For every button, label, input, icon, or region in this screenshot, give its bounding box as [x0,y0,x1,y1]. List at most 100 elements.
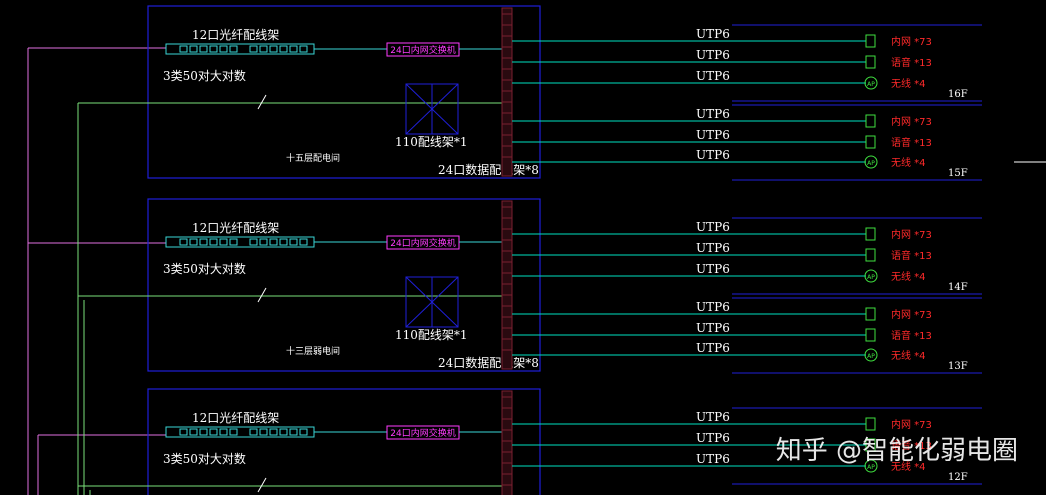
fiber-port [269,428,278,436]
fiber-port [199,45,208,53]
outlet-icon [865,307,876,321]
utp-label: UTP6 [696,107,730,121]
fiber-port [279,45,288,53]
switch-label: 24口内网交换机 [390,44,455,56]
outlet-icon [865,227,876,241]
utp-label: UTP6 [696,220,730,234]
fiber-port [179,45,188,53]
fiber-port [199,428,208,436]
floor-tag: 16F [948,89,968,100]
fiber-port [229,238,238,246]
outlet-label: 语音 *13 [891,329,932,342]
equipment-room-frame [147,198,541,372]
ap-symbol: AP [867,353,875,360]
outlet-label: 无线 *4 [891,349,926,362]
block-110-label: 110配线架*1 [395,135,468,149]
outlet-label: 无线 *4 [891,77,926,90]
utp-label: UTP6 [696,262,730,276]
outlet-label: 无线 *4 [891,460,926,473]
watermark: 知乎 @智能化弱电圈 [775,436,1018,466]
fiber-port [279,428,288,436]
outlet-icon [865,55,876,69]
outlet-label: 内网 *73 [891,228,932,241]
floor-tag: 14F [948,282,968,293]
backbone-cable-label: 3类50对大对数 [163,451,246,466]
ap-symbol: AP [867,274,875,281]
patch-panel-label: 24口数据配线架*8 [438,355,539,370]
ap-icon [864,348,878,362]
utp-label: UTP6 [696,341,730,355]
fiber-port [259,45,268,53]
fiber-port [299,45,308,53]
backbone-cable-label: 3类50对大对数 [163,68,246,83]
utp-label: UTP6 [696,48,730,62]
fiber-port [269,238,278,246]
cable-tick [257,287,267,303]
fiber-port [289,428,298,436]
switch-label: 24口内网交换机 [390,427,455,439]
outlet-icon [865,417,876,431]
fiber-port [249,238,258,246]
floor-tag: 13F [948,361,968,372]
outlet-icon [865,135,876,149]
utp-label: UTP6 [696,321,730,335]
utp-label: UTP6 [696,27,730,41]
fiber-port [249,428,258,436]
fiber-port [259,428,268,436]
fiber-port [179,238,188,246]
fiber-port [219,45,228,53]
fiber-port [209,428,218,436]
fiber-port [249,45,258,53]
patch-panel-column [501,390,513,495]
fiber-port [229,428,238,436]
block-110-label: 110配线架*1 [395,328,468,342]
fiber-panel-label: 12口光纤配线架 [192,221,279,235]
outlet-label: 语音 *13 [891,249,932,262]
floor-tag: 15F [948,168,968,179]
room-name: 十三层弱电间 [286,345,340,357]
patch-panel-column [501,200,513,370]
equipment-room-frame [147,388,541,495]
fiber-panel-label: 12口光纤配线架 [192,411,279,425]
utp-label: UTP6 [696,300,730,314]
outlet-label: 无线 *4 [891,156,926,169]
patch-panel-column [501,7,513,177]
outlet-label: 语音 *13 [891,56,932,69]
fiber-port [209,238,218,246]
fiber-port [219,428,228,436]
ap-symbol: AP [867,160,875,167]
fiber-port [179,428,188,436]
fiber-port [199,238,208,246]
fiber-port [289,45,298,53]
backbone-cable-label: 3类50对大对数 [163,261,246,276]
outlet-label: 内网 *73 [891,35,932,48]
fiber-port [259,238,268,246]
ap-symbol: AP [867,81,875,88]
fiber-port [269,45,278,53]
room-name: 十五层配电间 [286,152,340,164]
fiber-port [229,45,238,53]
outlet-label: 内网 *73 [891,308,932,321]
fiber-port [299,238,308,246]
outlet-icon [865,114,876,128]
ap-icon [864,269,878,283]
utp-label: UTP6 [696,148,730,162]
fiber-port [189,45,198,53]
ap-icon [864,459,878,473]
utp-label: UTP6 [696,431,730,445]
outlet-label: 语音 *13 [891,136,932,149]
fiber-panel-label: 12口光纤配线架 [192,28,279,42]
utp-label: UTP6 [696,128,730,142]
fiber-port [219,238,228,246]
fiber-port [189,238,198,246]
ap-icon [864,155,878,169]
outlet-icon [865,328,876,342]
fiber-port [209,45,218,53]
utp-label: UTP6 [696,69,730,83]
ap-symbol: AP [867,464,875,471]
ap-icon [864,76,878,90]
utp-label: UTP6 [696,452,730,466]
patch-panel-label: 24口数据配线架*8 [438,162,539,177]
